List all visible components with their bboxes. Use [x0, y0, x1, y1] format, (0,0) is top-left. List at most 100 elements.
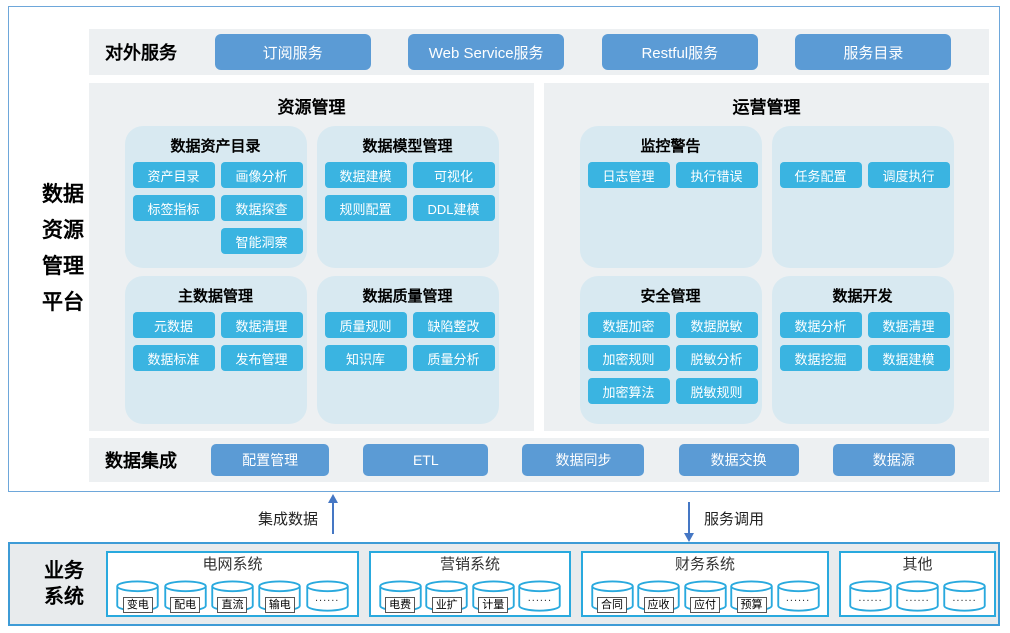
system-databases: 合同 应收 应付 预算 — [588, 577, 822, 615]
release-management-button[interactable]: 发布管理 — [220, 345, 303, 371]
visualization-button[interactable]: 可视化 — [412, 162, 495, 188]
tag-indicator-button[interactable]: 标签指标 — [132, 195, 215, 221]
data-modeling-button[interactable]: 数据建模 — [867, 345, 950, 371]
data-integration-section: 数据集成 配置管理 ETL 数据同步 数据交换 数据源 — [89, 438, 989, 482]
group-data-development: 数据开发 数据分析 数据清理 数据挖掘 数据建模 — [771, 276, 954, 424]
data-analysis-button[interactable]: 数据分析 — [779, 312, 862, 338]
integration-data-flow: 集成数据 — [258, 494, 339, 539]
data-integration-title: 数据集成 — [105, 451, 177, 471]
schedule-execution-button[interactable]: 调度执行 — [867, 162, 950, 188]
group-buttons: 日志管理 执行错误 — [587, 162, 758, 188]
database-label: ...... — [527, 592, 553, 604]
external-services-title: 对外服务 — [105, 43, 177, 63]
data-encryption-button[interactable]: 数据加密 — [587, 312, 670, 338]
group-buttons: 数据加密 数据脱敏 加密规则 脱敏分析 加密算法 脱敏规则 — [587, 312, 758, 404]
database-label: ...... — [952, 592, 977, 604]
group-title: 数据模型管理 — [362, 138, 453, 155]
database-label: 应付 — [690, 597, 720, 613]
execution-error-button[interactable]: 执行错误 — [675, 162, 758, 188]
resource-management-panel: 资源管理 数据资产目录 资产目录 画像分析 标签指标 数据探查 智能洞察 — [89, 83, 534, 431]
service-catalog-button[interactable]: 服务目录 — [795, 34, 952, 70]
masking-analysis-button[interactable]: 脱敏分析 — [675, 345, 758, 371]
database-label: 电费 — [385, 597, 416, 613]
etl-button[interactable]: ETL — [363, 444, 489, 476]
system-databases: ...... ...... ...... — [846, 577, 989, 615]
system-finance: 财务系统 合同 应收 应付 — [581, 551, 829, 617]
system-title: 电网系统 — [202, 556, 263, 573]
group-task-scheduling: 任务配置 调度执行 — [771, 126, 954, 268]
platform-container: 数据 资源 管理 平台 对外服务 订阅服务 Web Service服务 Rest… — [8, 6, 1000, 492]
smart-insight-button[interactable]: 智能洞察 — [220, 228, 303, 254]
database-cylinder: ...... — [942, 577, 987, 615]
rule-config-button[interactable]: 规则配置 — [324, 195, 407, 221]
database-label: 应收 — [643, 597, 674, 613]
system-title: 其他 — [902, 556, 933, 573]
business-systems-title: 业务 系统 — [44, 558, 84, 610]
system-power-grid: 电网系统 变电 配电 直流 — [106, 551, 359, 617]
arrow-up-icon — [328, 494, 339, 534]
profile-analysis-button[interactable]: 画像分析 — [220, 162, 303, 188]
quality-rule-button[interactable]: 质量规则 — [324, 312, 407, 338]
config-management-button[interactable]: 配置管理 — [211, 444, 330, 476]
data-mining-button[interactable]: 数据挖掘 — [779, 345, 862, 371]
encryption-algorithm-button[interactable]: 加密算法 — [587, 378, 670, 404]
database-label: 输电 — [264, 597, 295, 613]
knowledge-base-button[interactable]: 知识库 — [324, 345, 407, 371]
system-marketing: 营销系统 电费 业扩 计量 — [369, 551, 571, 617]
subscribe-service-button[interactable]: 订阅服务 — [214, 34, 371, 70]
data-sync-button[interactable]: 数据同步 — [522, 444, 645, 476]
external-services-buttons: 订阅服务 Web Service服务 Restful服务 服务目录 — [177, 34, 989, 70]
group-data-model-management: 数据模型管理 数据建模 可视化 规则配置 DDL建模 — [316, 126, 499, 268]
defect-rectify-button[interactable]: 缺陷整改 — [412, 312, 495, 338]
database-cylinder: 应付 — [683, 577, 728, 615]
ddl-modeling-button[interactable]: DDL建模 — [412, 195, 495, 221]
database-cylinder: 输电 — [257, 577, 302, 615]
web-service-button[interactable]: Web Service服务 — [408, 34, 565, 70]
data-standard-button[interactable]: 数据标准 — [132, 345, 215, 371]
metadata-button[interactable]: 元数据 — [132, 312, 215, 338]
database-icon — [943, 580, 986, 612]
data-masking-button[interactable]: 数据脱敏 — [675, 312, 758, 338]
operation-management-title: 运营管理 — [732, 98, 801, 117]
data-integration-buttons: 配置管理 ETL 数据同步 数据交换 数据源 — [177, 444, 989, 476]
data-source-button[interactable]: 数据源 — [832, 444, 955, 476]
database-icon — [896, 580, 939, 612]
group-data-quality-management: 数据质量管理 质量规则 缺陷整改 知识库 质量分析 — [316, 276, 499, 424]
business-systems-list: 电网系统 变电 配电 直流 — [106, 551, 996, 617]
data-modeling-button[interactable]: 数据建模 — [324, 162, 407, 188]
data-cleaning-button[interactable]: 数据清理 — [867, 312, 950, 338]
asset-catalog-button[interactable]: 资产目录 — [132, 162, 215, 188]
system-databases: 电费 业扩 计量 ...... — [376, 577, 564, 615]
database-label: 预算 — [736, 597, 767, 613]
log-management-button[interactable]: 日志管理 — [587, 162, 670, 188]
masking-rule-button[interactable]: 脱敏规则 — [675, 378, 758, 404]
task-config-button[interactable]: 任务配置 — [779, 162, 862, 188]
group-title: 数据质量管理 — [362, 288, 453, 305]
flow-down-label: 服务调用 — [704, 510, 765, 528]
database-icon — [849, 580, 892, 612]
group-master-data-management: 主数据管理 元数据 数据清理 数据标准 发布管理 — [124, 276, 307, 424]
group-buttons: 质量规则 缺陷整改 知识库 质量分析 — [324, 312, 495, 371]
data-cleaning-button[interactable]: 数据清理 — [220, 312, 303, 338]
system-title: 营销系统 — [439, 556, 500, 573]
encryption-rule-button[interactable]: 加密规则 — [587, 345, 670, 371]
database-cylinder: ...... — [895, 577, 940, 615]
database-cylinder: 电费 — [378, 577, 423, 615]
system-title: 财务系统 — [674, 556, 735, 573]
database-cylinder: 预算 — [729, 577, 774, 615]
chip-spacer — [133, 228, 215, 254]
database-label: 计量 — [478, 597, 509, 613]
data-exploration-button[interactable]: 数据探查 — [220, 195, 303, 221]
database-label: 直流 — [217, 597, 248, 613]
main-panels: 资源管理 数据资产目录 资产目录 画像分析 标签指标 数据探查 智能洞察 — [89, 83, 989, 431]
database-label: 合同 — [597, 597, 627, 613]
database-cylinder: 直流 — [210, 577, 255, 615]
group-title: 主数据管理 — [177, 288, 253, 305]
group-data-asset-catalog: 数据资产目录 资产目录 画像分析 标签指标 数据探查 智能洞察 — [124, 126, 307, 268]
database-label: ...... — [858, 592, 883, 604]
restful-service-button[interactable]: Restful服务 — [601, 34, 758, 70]
platform-title: 数据 资源 管理 平台 — [39, 177, 87, 321]
data-exchange-button[interactable]: 数据交换 — [678, 444, 799, 476]
quality-analysis-button[interactable]: 质量分析 — [412, 345, 495, 371]
database-label: ...... — [314, 592, 340, 604]
